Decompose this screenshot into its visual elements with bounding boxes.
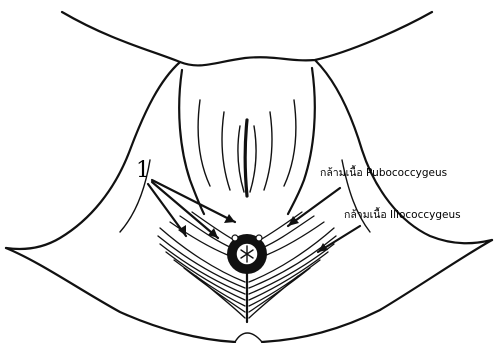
iliococcygeus-pointer <box>318 226 360 252</box>
callout-number: 1 <box>136 158 150 183</box>
iliococcygeus-label: กล้ามเนื้อ Iliococcygeus <box>344 207 461 221</box>
anal-opening <box>227 234 267 274</box>
skin-folds <box>120 68 370 232</box>
pubococcygeus-pointer <box>288 188 340 226</box>
pubococcygeus-label: กล้ามเนื้อ Pubococcygeus <box>320 165 447 179</box>
